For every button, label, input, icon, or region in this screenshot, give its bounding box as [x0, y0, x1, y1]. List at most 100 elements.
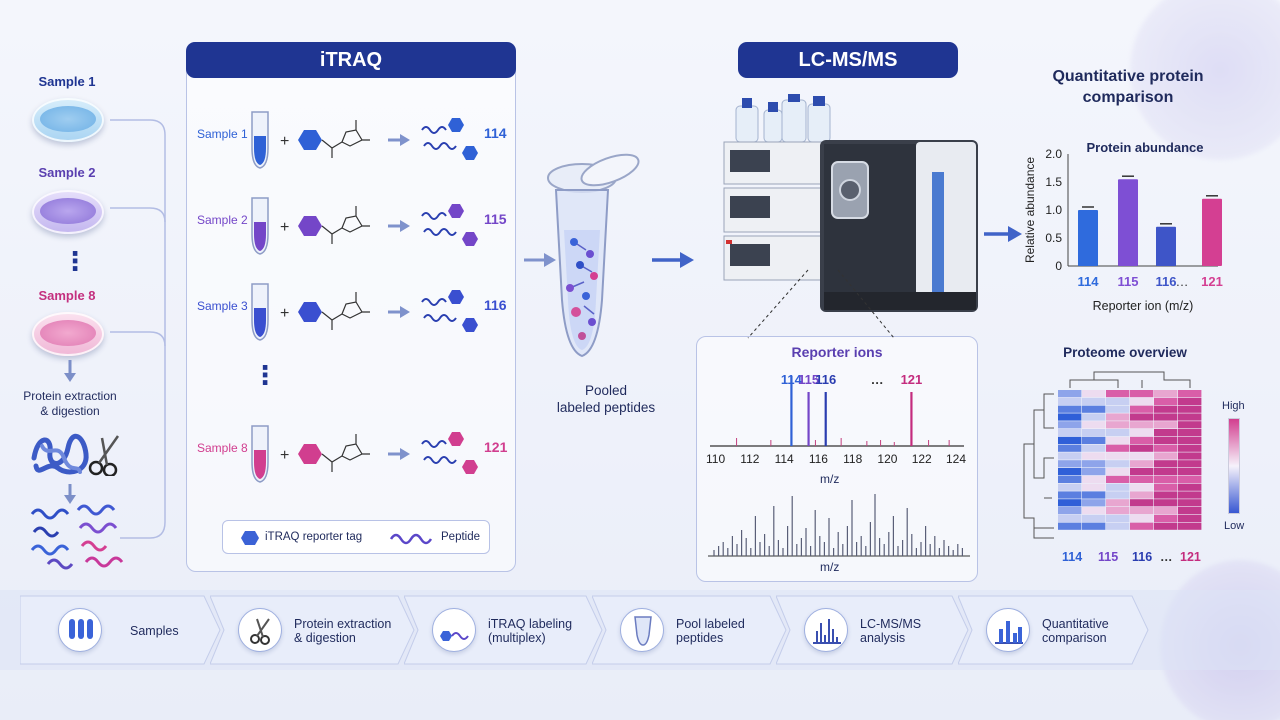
heatmap-cell — [1082, 436, 1106, 444]
reporter-tick: 124 — [946, 452, 967, 466]
heatmap-cell — [1082, 491, 1106, 499]
reporter-tick: 110 — [706, 452, 726, 466]
y-tick: 0.5 — [1045, 231, 1062, 245]
channel-label: 116 — [484, 297, 507, 313]
heatmap-cell — [1154, 468, 1178, 476]
petri-dish-8 — [32, 312, 104, 356]
bar-chart-title: Protein abundance — [1086, 140, 1204, 155]
reporter-tag-icon — [241, 531, 259, 545]
itraq-rows-ellipsis: ⋮ — [252, 360, 278, 390]
heatmap-cell — [1154, 436, 1178, 444]
heatmap-cell — [1178, 405, 1202, 413]
heatmap-cell — [1154, 429, 1178, 437]
heatmap-cell — [1178, 444, 1202, 452]
heatmap-cell — [1058, 483, 1082, 491]
workflow-step-label: Pool labeled peptides — [676, 617, 745, 645]
heatmap-cell — [1082, 522, 1106, 530]
heatmap-cell — [1058, 507, 1082, 515]
heatmap-cell — [1058, 436, 1082, 444]
workflow-step: Quantitative comparison — [958, 592, 1149, 668]
y-tick: 1.5 — [1045, 175, 1062, 189]
heatmap-cell — [1106, 436, 1130, 444]
heatmap-cell — [1082, 444, 1106, 452]
plus-sign: + — [280, 133, 289, 150]
heatmap-cell — [1082, 460, 1106, 468]
heatmap-cell — [1130, 452, 1154, 460]
y-tick: 1.0 — [1045, 203, 1062, 217]
peak-label: 121 — [901, 372, 923, 387]
heatmap-cell — [1082, 514, 1106, 522]
heatmap-cell — [1082, 390, 1106, 398]
heatmap-cell — [1130, 507, 1154, 515]
x-tick: 115 — [1118, 274, 1139, 289]
heatmap-cell — [1154, 452, 1178, 460]
heatmap-cell — [1058, 514, 1082, 522]
legend-tag-label: iTRAQ reporter tag — [265, 531, 363, 543]
row-graphics: + — [251, 283, 478, 341]
reporter-tick: 114 — [774, 452, 794, 466]
zoom-lines — [747, 269, 895, 339]
heatmap-cell — [1082, 421, 1106, 429]
heatmap-cell — [1130, 483, 1154, 491]
peptide-icon — [389, 533, 433, 545]
heatmap-cell — [1130, 421, 1154, 429]
x-axis-label: Reporter ion (m/z) — [1093, 299, 1194, 313]
workflow-step-icon — [58, 608, 102, 652]
arrow-right-icon-3 — [984, 226, 1022, 242]
heatmap-cell — [1154, 444, 1178, 452]
heatmap-cell — [1106, 413, 1130, 421]
heatmap-cell — [1154, 390, 1178, 398]
plus-sign: + — [280, 447, 289, 464]
heatmap-col-label: 116 — [1132, 550, 1153, 564]
heatmap-cell — [1178, 468, 1202, 476]
peak-label: 114 — [781, 372, 803, 387]
sample-connectors — [110, 119, 166, 539]
reporter-tick: 116 — [808, 452, 828, 466]
heatmap-cell — [1082, 405, 1106, 413]
heatmap-cell — [1130, 468, 1154, 476]
heatmap-cell — [1082, 499, 1106, 507]
full-spectrum — [708, 494, 970, 557]
workflow-step-icon — [620, 608, 664, 652]
heatmap-cell — [1082, 397, 1106, 405]
scissors-icon — [88, 435, 120, 476]
lcms-title: LC-MS/MS — [738, 42, 958, 78]
channel-label: 115 — [484, 211, 507, 227]
y-tick: 0 — [1055, 259, 1062, 273]
workflow-step-icon — [986, 608, 1030, 652]
heatmap-col-label: 121 — [1180, 550, 1201, 564]
heatmap-cell — [1058, 522, 1082, 530]
samples-ellipsis: ⋮ — [62, 246, 88, 276]
peak-label: 116 — [815, 372, 836, 387]
heatmap-cell — [1106, 483, 1130, 491]
heatmap-cell — [1154, 514, 1178, 522]
petri-dish-2 — [32, 190, 104, 234]
plus-sign: + — [280, 219, 289, 236]
heatmap-cell — [1058, 444, 1082, 452]
heatmap-cell — [1058, 397, 1082, 405]
heatmap-cell — [1130, 514, 1154, 522]
heatmap-cell — [1082, 413, 1106, 421]
heatmap-cell — [1154, 460, 1178, 468]
pooled-tube — [547, 153, 640, 358]
heatmap-cell — [1106, 429, 1130, 437]
heatmap-cell — [1154, 499, 1178, 507]
x-tick: 121 — [1201, 274, 1223, 289]
heatmap-cell — [1178, 499, 1202, 507]
workflow-step: Samples — [20, 592, 221, 668]
workflow-step-label: LC-MS/MS analysis — [860, 617, 922, 645]
heatmap-cell — [1178, 421, 1202, 429]
heatmap-cell — [1058, 390, 1082, 398]
heatmap-cell — [1082, 468, 1106, 476]
sample-8-label: Sample 8 — [38, 288, 96, 303]
heatmap-cell — [1082, 475, 1106, 483]
itraq-row-label: Sample 3 — [197, 299, 248, 313]
pooled-label: Pooled labeled peptides — [556, 383, 656, 415]
heatmap-cell — [1106, 499, 1130, 507]
heatmap-cell — [1178, 452, 1202, 460]
heatmap-cell — [1058, 452, 1082, 460]
heatmap-cell — [1058, 468, 1082, 476]
heatmap-cell — [1082, 507, 1106, 515]
heatmap-cell — [1082, 483, 1106, 491]
